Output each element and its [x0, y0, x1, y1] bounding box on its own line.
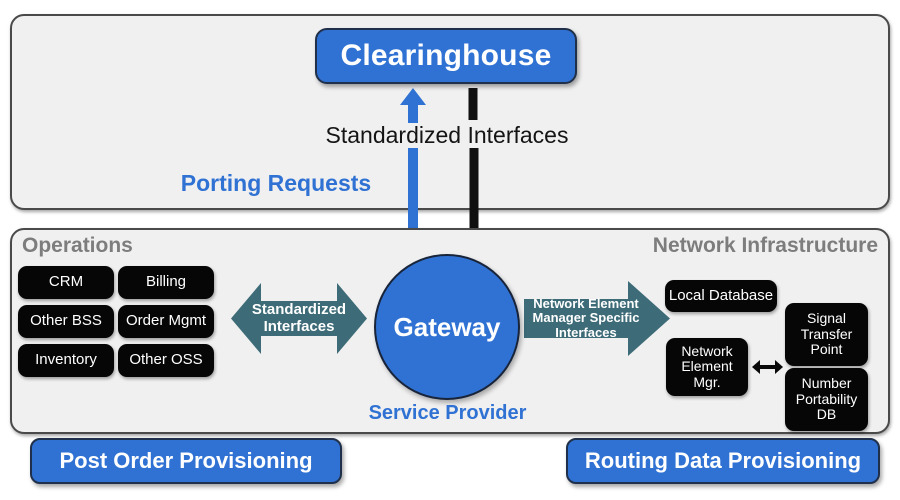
arrow-head-left-icon	[752, 360, 760, 374]
right-arrow-icon	[524, 281, 670, 356]
standardized-interfaces-arrow: Standardized Interfaces	[231, 277, 367, 360]
gateway-node[interactable]: Gateway	[374, 254, 520, 400]
porting-request-up-arrow	[395, 88, 431, 123]
operations-title: Operations	[22, 234, 133, 257]
arrow-shaft	[758, 365, 777, 369]
arrow-shaft	[468, 88, 478, 120]
operations-box-other-oss[interactable]: Other OSS	[118, 344, 214, 377]
arrow-head-up-icon	[400, 88, 426, 105]
network-element-interfaces-arrow-label: Network Element Manager Specific Interfa…	[532, 295, 640, 340]
network-infrastructure-title: Network Infrastructure	[652, 234, 878, 257]
network-box-local-database[interactable]: Local Database	[665, 280, 777, 312]
operations-box-inventory[interactable]: Inventory	[18, 344, 114, 377]
standardized-interfaces-arrow-label: Standardized Interfaces	[251, 300, 347, 335]
clearinghouse-node[interactable]: Clearinghouse	[315, 28, 577, 84]
operations-box-order-mgmt[interactable]: Order Mgmt	[118, 305, 214, 338]
service-provider-label: Service Provider	[368, 401, 527, 424]
operations-box-billing[interactable]: Billing	[118, 266, 214, 299]
arrow-head-right-icon	[775, 360, 783, 374]
network-box-network-element-mgr[interactable]: Network Element Mgr.	[666, 338, 748, 396]
network-box-signal-transfer-point[interactable]: Signal Transfer Point	[785, 303, 868, 366]
operations-box-crm[interactable]: CRM	[18, 266, 114, 299]
nem-to-stp-double-arrow-icon	[752, 360, 783, 374]
arrow-shaft	[408, 103, 418, 123]
porting-requests-label: Porting Requests	[180, 169, 372, 196]
arrow-shaft	[408, 148, 418, 244]
response-shaft-upper	[461, 88, 485, 122]
arrow-shaft	[469, 148, 479, 244]
routing-data-provisioning-banner[interactable]: Routing Data Provisioning	[566, 438, 880, 484]
operations-box-other-bss[interactable]: Other BSS	[18, 305, 114, 338]
post-order-provisioning-banner[interactable]: Post Order Provisioning	[30, 438, 342, 484]
network-element-interfaces-arrow: Network Element Manager Specific Interfa…	[524, 277, 670, 360]
double-arrow-icon	[231, 283, 367, 354]
standardized-interfaces-label: Standardized Interfaces	[325, 121, 569, 148]
network-box-number-portability-db[interactable]: Number Portability DB	[785, 368, 868, 431]
